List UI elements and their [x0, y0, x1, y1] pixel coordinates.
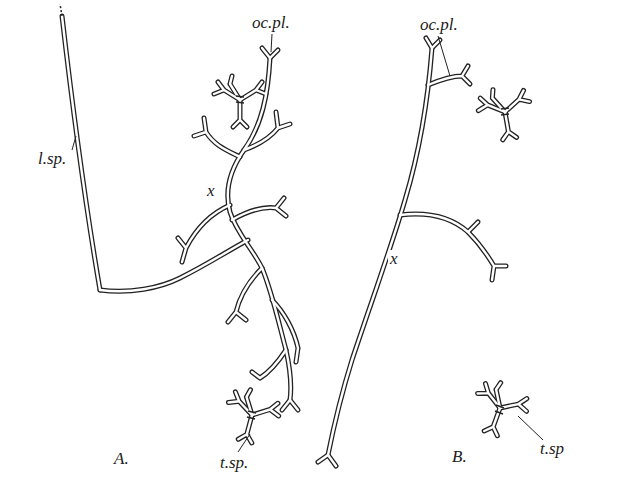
- point-label: x: [205, 182, 217, 201]
- point-label: x: [388, 250, 400, 269]
- leader-lines: [72, 34, 543, 452]
- part-label: t.sp.: [218, 454, 250, 473]
- figure-letter: A.: [112, 450, 131, 469]
- part-label: oc.pl.: [418, 16, 460, 35]
- part-label: oc.pl.: [250, 14, 292, 33]
- figure-letter: B.: [450, 448, 469, 467]
- part-label: l.sp.: [36, 150, 68, 169]
- part-label: t.sp: [538, 440, 566, 459]
